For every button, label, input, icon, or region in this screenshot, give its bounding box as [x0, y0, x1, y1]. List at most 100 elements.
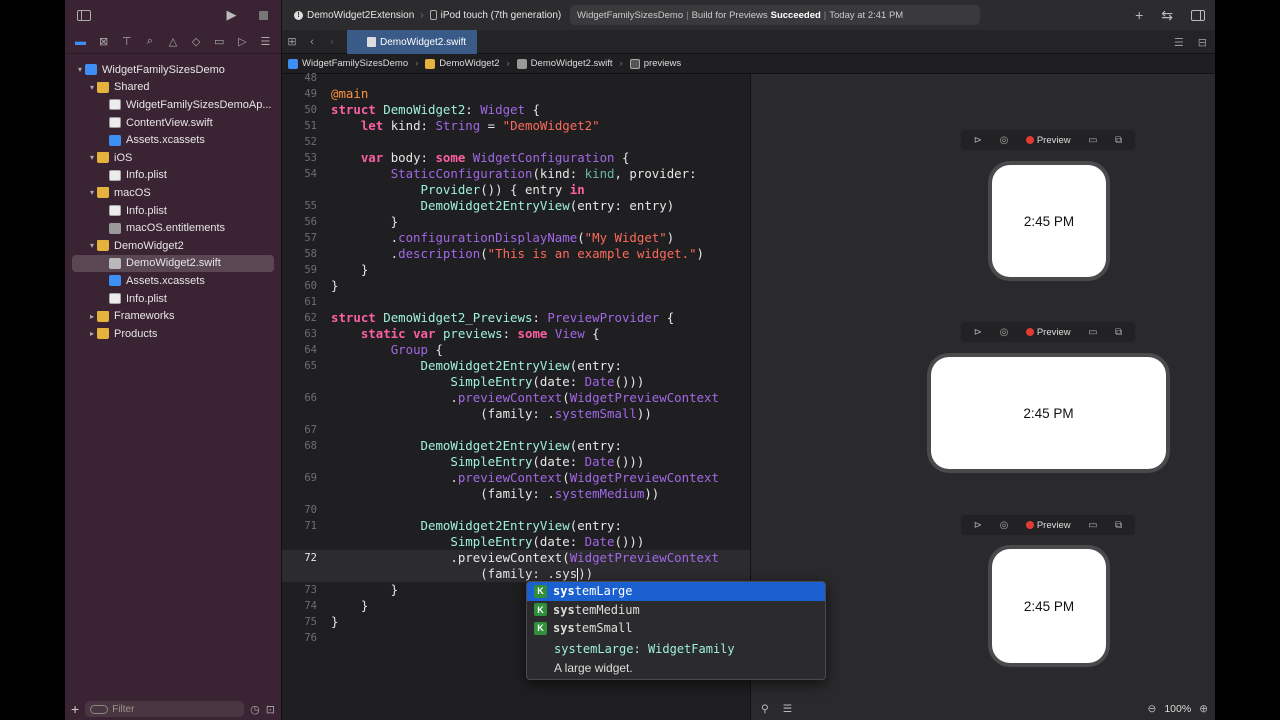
pin-icon[interactable]: ⚲ — [761, 703, 769, 715]
disclosure-chevron-icon[interactable]: ▾ — [89, 188, 94, 198]
code-line[interactable]: 48 — [282, 70, 750, 86]
sidebar-item[interactable]: macOS.entitlements — [65, 219, 281, 237]
sidebar-item[interactable]: ▾iOS — [65, 149, 281, 167]
report-navigator-icon[interactable]: ☰ — [260, 36, 271, 48]
code-line[interactable]: SimpleEntry(date: Date())) — [282, 454, 750, 470]
code-line[interactable]: 55 DemoWidget2EntryView(entry: entry) — [282, 198, 750, 214]
inspect-preview-icon[interactable]: ◎ — [999, 134, 1009, 146]
code-line[interactable]: 67 — [282, 422, 750, 438]
breadcrumb-project[interactable]: WidgetFamilySizesDemo — [302, 58, 409, 69]
filter-scm-icon[interactable]: ⊡ — [265, 703, 275, 716]
code-line[interactable]: 76 — [282, 630, 750, 646]
stop-icon[interactable] — [258, 10, 268, 20]
sidebar-item[interactable]: ContentView.swift — [65, 114, 281, 132]
code-line[interactable]: 51 let kind: String = "DemoWidget2" — [282, 118, 750, 134]
split-editor-icon[interactable]: ⊟ — [1197, 36, 1207, 49]
code-review-icon[interactable]: ⇆ — [1161, 6, 1173, 23]
sidebar-item[interactable]: Assets.xcassets — [65, 272, 281, 290]
code-line[interactable]: 69 .previewContext(WidgetPreviewContext — [282, 470, 750, 486]
folder-navigator-icon[interactable]: ▬ — [75, 35, 87, 48]
code-line[interactable]: (family: .systemMedium)) — [282, 486, 750, 502]
recent-files-icon[interactable]: ◷ — [250, 703, 260, 716]
widget-preview-small[interactable]: 2:45 PM — [988, 545, 1110, 667]
code-line[interactable]: 65 DemoWidget2EntryView(entry: — [282, 358, 750, 374]
code-line[interactable]: (family: .sys)) — [282, 566, 750, 582]
code-line[interactable]: 71 DemoWidget2EntryView(entry: — [282, 518, 750, 534]
code-line[interactable]: 70 — [282, 502, 750, 518]
source-control-icon[interactable]: ⊠ — [99, 36, 109, 48]
breakpoint-navigator-icon[interactable]: ▷ — [238, 36, 247, 48]
preview-on-device-icon[interactable]: ▭ — [1088, 134, 1098, 146]
widget-preview-small[interactable]: 2:45 PM — [988, 161, 1110, 281]
sidebar-item[interactable]: ▾Shared — [65, 79, 281, 97]
code-line[interactable]: SimpleEntry(date: Date())) — [282, 534, 750, 550]
disclosure-chevron-icon[interactable]: ▾ — [89, 241, 94, 251]
sidebar-item[interactable]: WidgetFamilySizesDemoAp... — [65, 96, 281, 114]
preview-on-device-icon[interactable]: ▭ — [1088, 519, 1098, 531]
disclosure-chevron-icon[interactable]: ▾ — [89, 82, 94, 92]
preview-mode-button[interactable]: Preview — [1025, 327, 1071, 338]
breadcrumb-group[interactable]: DemoWidget2 — [439, 58, 500, 69]
tab-demowidget2-swift[interactable]: DemoWidget2.swift — [347, 30, 477, 54]
sidebar-item[interactable]: ▸Frameworks — [65, 307, 281, 325]
code-line[interactable]: 74 } — [282, 598, 750, 614]
code-line[interactable]: 63 static var previews: some View { — [282, 326, 750, 342]
sidebar-item[interactable]: Info.plist — [65, 290, 281, 308]
code-line[interactable]: 49@main — [282, 86, 750, 102]
filter-field[interactable]: Filter — [85, 701, 245, 717]
live-preview-icon[interactable]: ⊳ — [973, 519, 983, 531]
code-line[interactable]: 64 Group { — [282, 342, 750, 358]
breadcrumb-symbol[interactable]: previews — [643, 58, 682, 69]
scheme-selector[interactable]: ! DemoWidget2Extension › iPod touch (7th… — [294, 10, 561, 21]
breadcrumb-file[interactable]: DemoWidget2.swift — [530, 58, 613, 69]
sidebar-toggle-icon[interactable] — [77, 9, 91, 21]
code-line[interactable]: 57 .configurationDisplayName("My Widget"… — [282, 230, 750, 246]
code-line[interactable]: 73 } — [282, 582, 750, 598]
code-line[interactable]: 75} — [282, 614, 750, 630]
zoom-in-icon[interactable]: ⊕ — [1199, 703, 1208, 715]
inspect-preview-icon[interactable]: ◎ — [999, 519, 1009, 531]
editor-options-icon[interactable]: ☰ — [1173, 36, 1184, 49]
code-line[interactable]: Provider()) { entry in — [282, 182, 750, 198]
code-line[interactable]: SimpleEntry(date: Date())) — [282, 374, 750, 390]
duplicate-preview-icon[interactable]: ⧉ — [1115, 134, 1123, 146]
add-icon[interactable]: + — [71, 701, 80, 717]
live-preview-icon[interactable]: ⊳ — [973, 326, 983, 338]
disclosure-chevron-icon[interactable]: ▾ — [77, 65, 82, 75]
sidebar-item[interactable]: Info.plist — [65, 167, 281, 185]
disclosure-chevron-icon[interactable]: ▾ — [89, 153, 94, 163]
filter-options-icon[interactable] — [90, 704, 109, 714]
debug-navigator-icon[interactable]: ▭ — [214, 36, 225, 48]
code-line[interactable]: 52 — [282, 134, 750, 150]
test-navigator-icon[interactable]: ◇ — [191, 36, 201, 48]
sidebar-item[interactable]: ▾DemoWidget2 — [65, 237, 281, 255]
device-name[interactable]: iPod touch (7th generation) — [440, 9, 562, 21]
code-line[interactable]: 53 var body: some WidgetConfiguration { — [282, 150, 750, 166]
code-line[interactable]: 60} — [282, 278, 750, 294]
code-line[interactable]: 56 } — [282, 214, 750, 230]
zoom-out-icon[interactable]: ⊖ — [1147, 703, 1157, 715]
zoom-level[interactable]: 100% — [1164, 703, 1192, 715]
sidebar-item[interactable]: DemoWidget2.swift — [72, 254, 274, 273]
find-navigator-icon[interactable]: ⌕ — [146, 35, 153, 47]
sidebar-item[interactable]: ▾macOS — [65, 184, 281, 202]
device-settings-icon[interactable]: ☰ — [782, 703, 793, 715]
sidebar-item[interactable]: ▸Products — [65, 325, 281, 343]
sidebar-item[interactable]: ▾WidgetFamilySizesDemo — [65, 61, 281, 79]
code-line[interactable]: 54 StaticConfiguration(kind: kind, provi… — [282, 166, 750, 182]
preview-mode-button[interactable]: Preview — [1025, 520, 1071, 531]
code-line[interactable]: 68 DemoWidget2EntryView(entry: — [282, 438, 750, 454]
inspect-preview-icon[interactable]: ◎ — [999, 326, 1009, 338]
code-line[interactable]: 72 .previewContext(WidgetPreviewContext — [282, 550, 750, 566]
disclosure-chevron-icon[interactable]: ▸ — [89, 311, 94, 321]
code-line[interactable]: (family: .systemSmall)) — [282, 406, 750, 422]
widget-preview-medium[interactable]: 2:45 PM — [927, 353, 1170, 473]
preview-mode-button[interactable]: Preview — [1025, 135, 1071, 146]
live-preview-icon[interactable]: ⊳ — [973, 134, 983, 146]
issue-navigator-icon[interactable]: △ — [168, 36, 178, 48]
